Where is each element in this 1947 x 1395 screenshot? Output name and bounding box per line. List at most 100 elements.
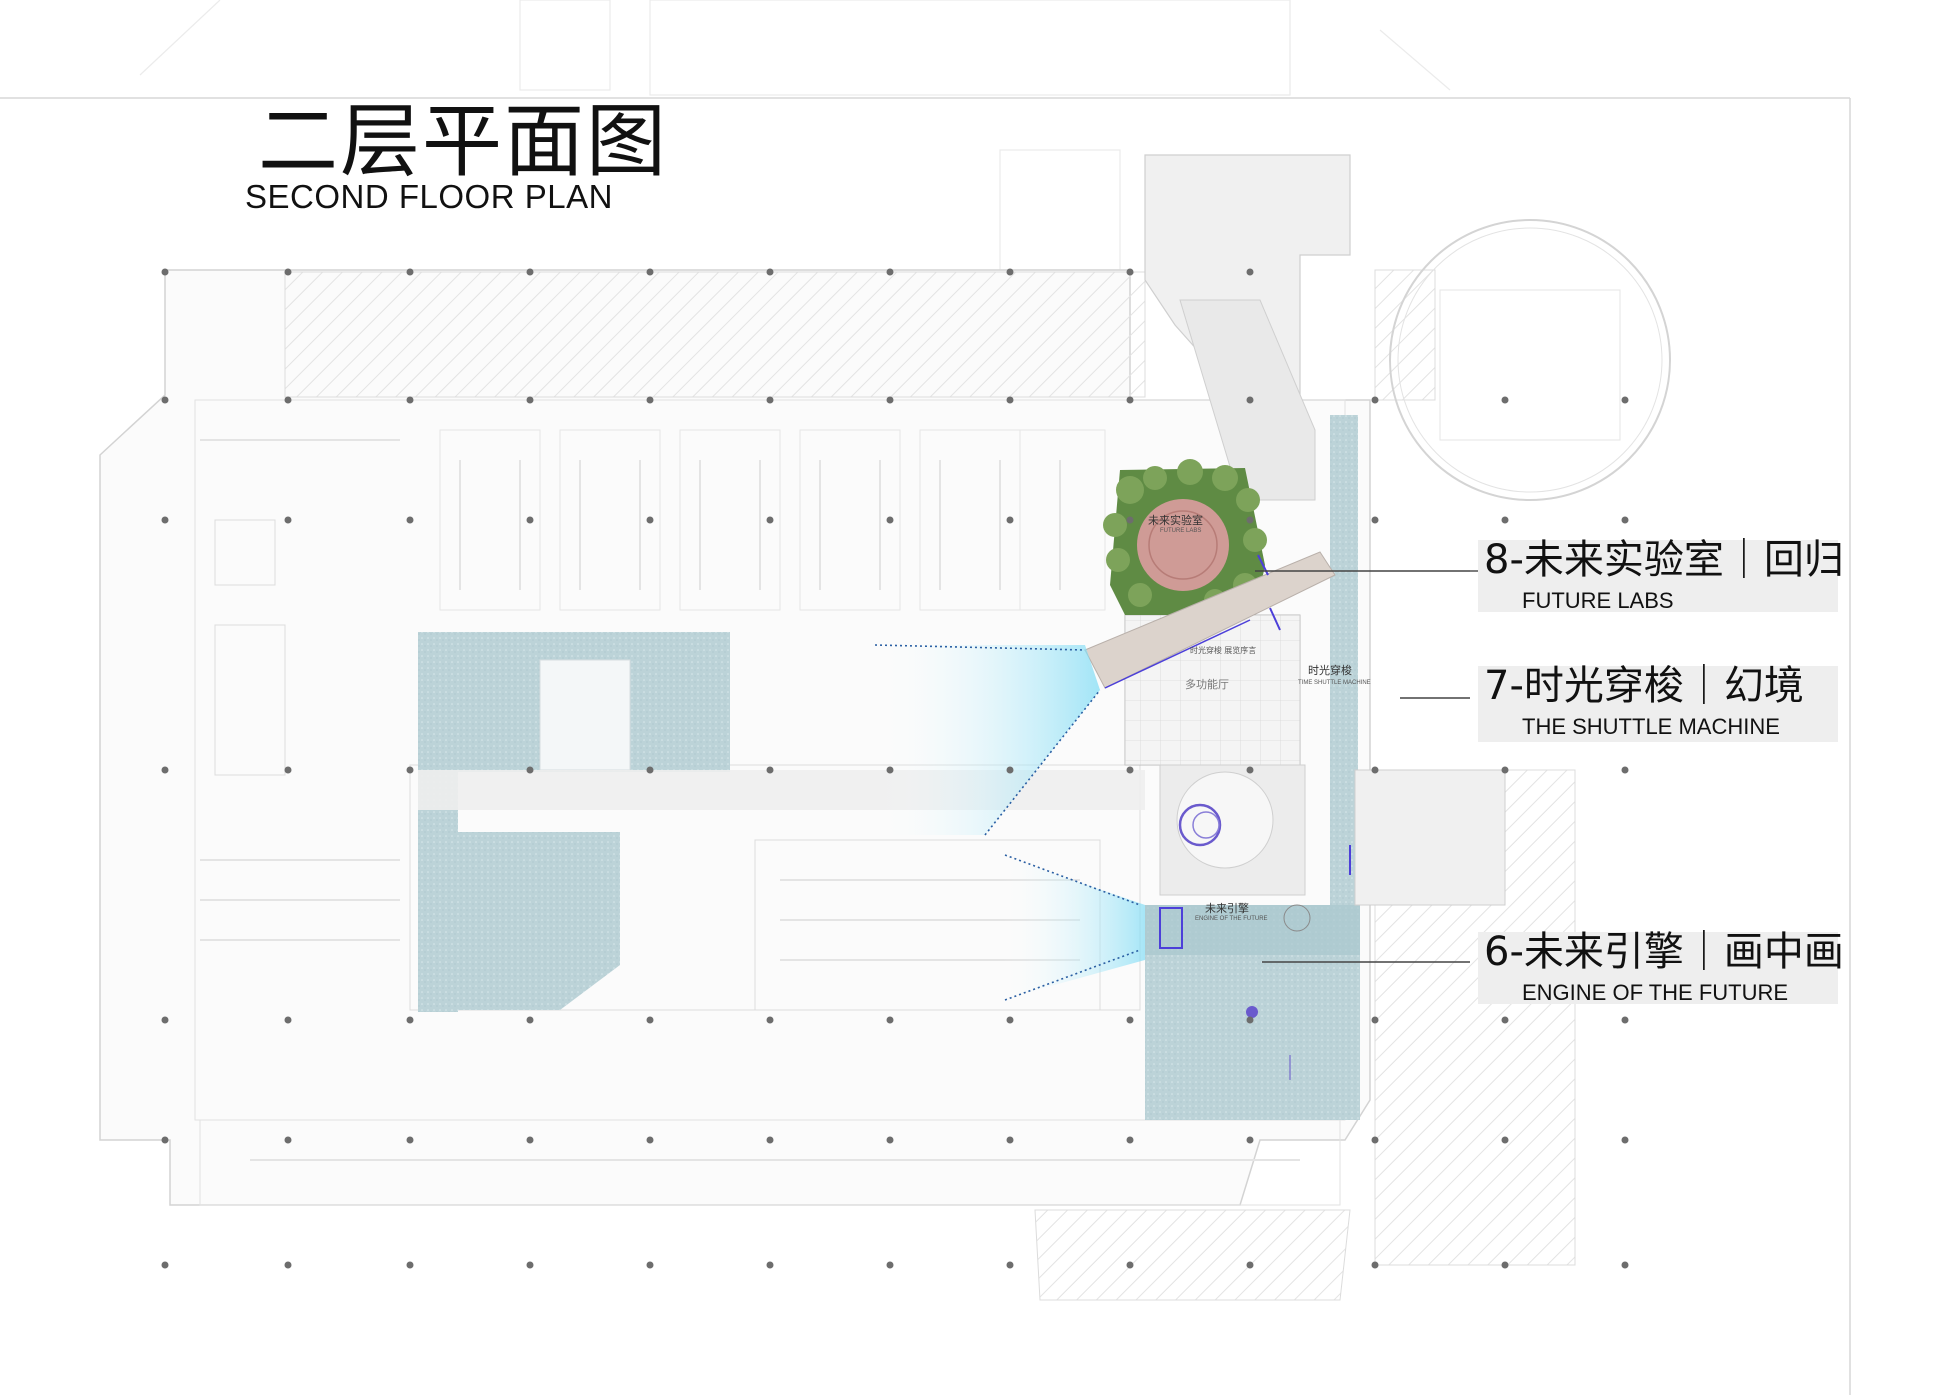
column-dot bbox=[161, 1136, 169, 1144]
callout-leaders bbox=[1255, 570, 1478, 963]
column-dot bbox=[1371, 396, 1379, 404]
column-dot bbox=[646, 516, 654, 524]
column-dot bbox=[766, 396, 774, 404]
column-dot bbox=[1371, 1016, 1379, 1024]
column-dot bbox=[406, 396, 414, 404]
column-grid-dots bbox=[161, 268, 1629, 1269]
column-dot bbox=[161, 516, 169, 524]
column-dot bbox=[646, 766, 654, 774]
column-dot bbox=[1501, 1136, 1509, 1144]
column-dot bbox=[1621, 766, 1629, 774]
column-dot bbox=[1246, 268, 1254, 276]
plan-label-multi-hall: 多功能厅 bbox=[1185, 678, 1229, 691]
callout-future-labs-cn: 8-未来实验室｜回归 bbox=[1484, 537, 1844, 583]
column-dot bbox=[526, 268, 534, 276]
column-dot bbox=[1246, 516, 1254, 524]
column-dot bbox=[766, 1261, 774, 1269]
column-dot bbox=[161, 1261, 169, 1269]
column-dot bbox=[1006, 1136, 1014, 1144]
column-dot bbox=[161, 268, 169, 276]
callout-future-labs: 8-未来实验室｜回归 FUTURE LABS bbox=[1478, 537, 1844, 613]
column-dot bbox=[1371, 766, 1379, 774]
column-dot bbox=[1501, 396, 1509, 404]
column-dot bbox=[1006, 766, 1014, 774]
future-labs-garden bbox=[1103, 459, 1267, 615]
column-dot bbox=[1621, 1016, 1629, 1024]
column-dot bbox=[1126, 516, 1134, 524]
plan-label-engine: 未来引擎 bbox=[1205, 902, 1249, 915]
column-dot bbox=[284, 396, 292, 404]
plan-label-shuttle-en: TIME SHUTTLE MACHINE bbox=[1298, 680, 1371, 686]
column-dot bbox=[766, 268, 774, 276]
column-dot bbox=[1126, 766, 1134, 774]
callout-shuttle-machine-en: THE SHUTTLE MACHINE bbox=[1522, 714, 1780, 739]
column-dot bbox=[1246, 1016, 1254, 1024]
central-round-space bbox=[1159, 764, 1306, 896]
plan-label-shuttle: 时光穿梭 bbox=[1308, 664, 1352, 677]
projection-glow-upper bbox=[875, 645, 1100, 835]
column-dot bbox=[646, 396, 654, 404]
column-dot bbox=[406, 1016, 414, 1024]
column-dot bbox=[1371, 1136, 1379, 1144]
callout-shuttle-machine: 7-时光穿梭｜幻境 THE SHUTTLE MACHINE bbox=[1478, 666, 1838, 742]
callout-engine-future-en: ENGINE OF THE FUTURE bbox=[1522, 980, 1789, 1005]
column-dot bbox=[1621, 1261, 1629, 1269]
callout-engine-future-cn: 6-未来引擎｜画中画 bbox=[1484, 929, 1844, 975]
column-dot bbox=[1126, 268, 1134, 276]
column-dot bbox=[1371, 516, 1379, 524]
column-dot bbox=[1621, 396, 1629, 404]
column-dot bbox=[886, 1136, 894, 1144]
column-dot bbox=[1006, 1261, 1014, 1269]
column-dot bbox=[284, 268, 292, 276]
column-dot bbox=[284, 1136, 292, 1144]
column-dot bbox=[1371, 1261, 1379, 1269]
column-dot bbox=[161, 1016, 169, 1024]
column-dot bbox=[1501, 1261, 1509, 1269]
column-dot bbox=[766, 1136, 774, 1144]
column-dot bbox=[1006, 396, 1014, 404]
projection-glow-lower bbox=[1000, 855, 1145, 1000]
round-building bbox=[1389, 219, 1671, 501]
column-dot bbox=[886, 766, 894, 774]
column-dot bbox=[886, 268, 894, 276]
column-dot bbox=[1006, 516, 1014, 524]
column-dot bbox=[284, 766, 292, 774]
column-dot bbox=[161, 396, 169, 404]
plan-label-future-labs: 未来实验室 bbox=[1148, 514, 1203, 527]
column-dot bbox=[1621, 1136, 1629, 1144]
column-dot bbox=[1501, 766, 1509, 774]
column-dot bbox=[886, 396, 894, 404]
column-dot bbox=[526, 1261, 534, 1269]
column-dot bbox=[406, 1261, 414, 1269]
column-dot bbox=[406, 516, 414, 524]
callout-future-labs-en: FUTURE LABS bbox=[1522, 588, 1674, 613]
column-dot bbox=[1126, 1261, 1134, 1269]
column-dot bbox=[406, 1136, 414, 1144]
column-dot bbox=[766, 766, 774, 774]
engine-details bbox=[1159, 845, 1351, 1080]
blue-zones bbox=[418, 415, 1506, 1120]
column-dot bbox=[526, 516, 534, 524]
column-dot bbox=[646, 1261, 654, 1269]
column-dot bbox=[526, 396, 534, 404]
page-title: 二层平面图 bbox=[258, 95, 668, 188]
column-dot bbox=[1126, 396, 1134, 404]
column-dot bbox=[1501, 516, 1509, 524]
column-dot bbox=[284, 1261, 292, 1269]
column-dot bbox=[886, 1016, 894, 1024]
plan-label-engine-en: ENGINE OF THE FUTURE bbox=[1195, 916, 1268, 922]
column-dot bbox=[284, 1016, 292, 1024]
column-dot bbox=[406, 268, 414, 276]
column-dot bbox=[406, 766, 414, 774]
callout-engine-future: 6-未来引擎｜画中画 ENGINE OF THE FUTURE bbox=[1478, 929, 1844, 1005]
callout-shuttle-machine-cn: 7-时光穿梭｜幻境 bbox=[1484, 663, 1804, 709]
column-dot bbox=[646, 268, 654, 276]
column-dot bbox=[1246, 1136, 1254, 1144]
column-dot bbox=[1246, 396, 1254, 404]
column-dot bbox=[161, 766, 169, 774]
column-dot bbox=[646, 1136, 654, 1144]
diagonal-ramp bbox=[1084, 551, 1336, 689]
column-dot bbox=[1501, 1016, 1509, 1024]
page-subtitle: SECOND FLOOR PLAN bbox=[245, 178, 613, 215]
